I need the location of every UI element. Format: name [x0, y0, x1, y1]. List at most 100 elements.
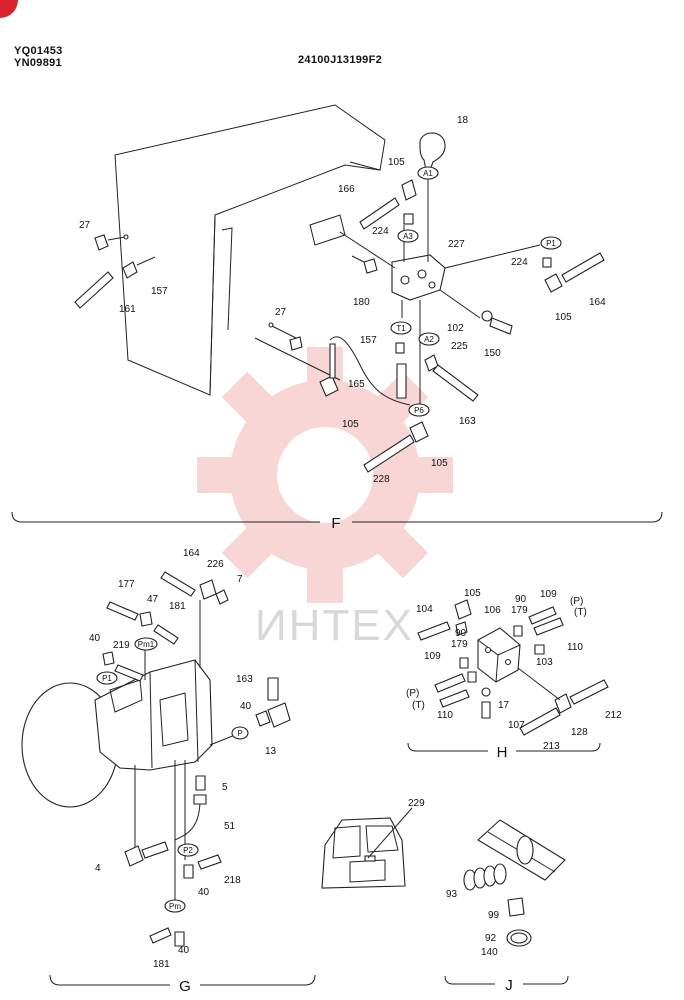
svg-text:Pm: Pm — [169, 902, 181, 911]
callout-label: 27 — [79, 220, 91, 231]
callout-label: 181 — [153, 959, 170, 970]
svg-text:P6: P6 — [414, 406, 424, 415]
callout-label: 218 — [224, 875, 241, 886]
section-label-j: J — [505, 977, 513, 994]
callout-label: 107 — [508, 720, 525, 731]
callout-label: 179 — [451, 639, 468, 650]
port-label-p: P — [231, 726, 249, 740]
svg-text:A3: A3 — [403, 232, 413, 241]
callout-label: 105 — [555, 312, 572, 323]
callout-label: 105 — [388, 157, 405, 168]
callout-label: 110 — [437, 710, 453, 721]
drawing-code-2: YN09891 — [14, 57, 62, 69]
port-label-p6: P6 — [408, 403, 430, 417]
callout-label: 110 — [567, 642, 583, 653]
callout-label: 225 — [451, 341, 468, 352]
drawing-code-1: YQ01453 — [14, 45, 63, 57]
callout-label: 93 — [446, 889, 458, 900]
callout-label: 161 — [119, 304, 136, 315]
callout-label: 105 — [342, 419, 359, 430]
callout-label: 165 — [348, 379, 365, 390]
drawing-number: 24100J13199F2 — [298, 54, 383, 66]
svg-text:T1: T1 — [396, 324, 406, 333]
callout-label: 102 — [447, 323, 464, 334]
callout-label: (P) — [570, 596, 583, 607]
callout-label: 212 — [605, 710, 622, 721]
callout-label: 224 — [511, 257, 528, 268]
svg-text:P1: P1 — [546, 239, 556, 248]
port-label-p2: P2 — [177, 843, 199, 857]
callout-label: 163 — [459, 416, 476, 427]
callout-label: 157 — [360, 335, 377, 346]
callout-label: 105 — [431, 458, 448, 469]
callout-label: 150 — [484, 348, 501, 359]
callout-label: 13 — [265, 746, 277, 757]
callout-label: 227 — [448, 239, 465, 250]
callout-label: (P) — [406, 688, 419, 699]
callout-label: 40 — [198, 887, 210, 898]
callouts-section-f: 18 105 166 224 227 224 27 157 161 180 16… — [79, 115, 606, 485]
callout-label: 229 — [408, 798, 425, 809]
callout-label: 140 — [481, 947, 498, 958]
callout-label: 177 — [118, 579, 135, 590]
callouts-section-g: 164 226 7 177 47 181 40 219 163 40 13 5 … — [89, 548, 277, 970]
callout-label: 90 — [455, 628, 467, 639]
watermark-text: ИНТЕХ — [255, 601, 414, 650]
callout-label: 92 — [485, 933, 497, 944]
callout-label: 51 — [224, 821, 236, 832]
callout-label: 40 — [89, 633, 101, 644]
callout-label: 226 — [207, 559, 224, 570]
callout-label: 40 — [240, 701, 252, 712]
callouts-section-j: 229 93 99 92 140 — [408, 798, 500, 958]
callout-label: 163 — [236, 674, 253, 685]
port-label-p1: P1 — [540, 236, 562, 250]
port-label-a3: A3 — [397, 229, 419, 243]
section-label-g: G — [179, 978, 191, 995]
port-label-pm: Pm — [164, 899, 186, 913]
callout-label: 103 — [536, 657, 553, 668]
callout-label: 224 — [372, 226, 389, 237]
callouts-section-h: 105 90 179 109 (P) (T) 104 106 90 110 17… — [406, 588, 622, 752]
callout-label: 164 — [183, 548, 200, 559]
section-j-drawing — [444, 819, 569, 985]
callout-label: 90 — [515, 594, 527, 605]
svg-text:A2: A2 — [424, 335, 434, 344]
callout-label: 109 — [540, 589, 557, 600]
callout-label: 213 — [543, 741, 560, 752]
svg-text:P: P — [237, 729, 242, 738]
section-f-drawing — [11, 104, 663, 523]
callout-label: (T) — [412, 700, 425, 711]
section-label-f: F — [331, 515, 340, 532]
callout-label: 180 — [353, 297, 370, 308]
port-label-p1-g: P1 — [96, 671, 118, 685]
cab-229-drawing — [321, 807, 413, 889]
callout-label: 27 — [275, 307, 287, 318]
callout-label: 179 — [511, 605, 528, 616]
callout-label: 99 — [488, 910, 500, 921]
callout-label: 104 — [416, 604, 433, 615]
svg-text:P1: P1 — [102, 674, 112, 683]
callout-label: 109 — [424, 651, 441, 662]
callout-label: 106 — [484, 605, 501, 616]
callout-label: (T) — [574, 607, 587, 618]
callout-label: 7 — [237, 574, 243, 585]
callout-label: 157 — [151, 286, 168, 297]
callout-label: 166 — [338, 184, 355, 195]
section-g-drawing — [21, 571, 316, 986]
callout-label: 228 — [373, 474, 390, 485]
callout-label: 47 — [147, 594, 159, 605]
callout-label: 219 — [113, 640, 130, 651]
callout-label: 164 — [589, 297, 606, 308]
section-label-h: H — [497, 744, 508, 761]
callout-label: 105 — [464, 588, 481, 599]
callout-label: 5 — [222, 782, 228, 793]
svg-text:Pm1: Pm1 — [138, 640, 155, 649]
callout-label: 17 — [498, 700, 510, 711]
svg-text:A1: A1 — [423, 169, 433, 178]
callout-label: 128 — [571, 727, 588, 738]
callout-label: 18 — [457, 115, 469, 126]
callout-label: 4 — [95, 863, 101, 874]
port-label-a2: A2 — [418, 332, 440, 346]
port-label-t1: T1 — [390, 321, 412, 335]
